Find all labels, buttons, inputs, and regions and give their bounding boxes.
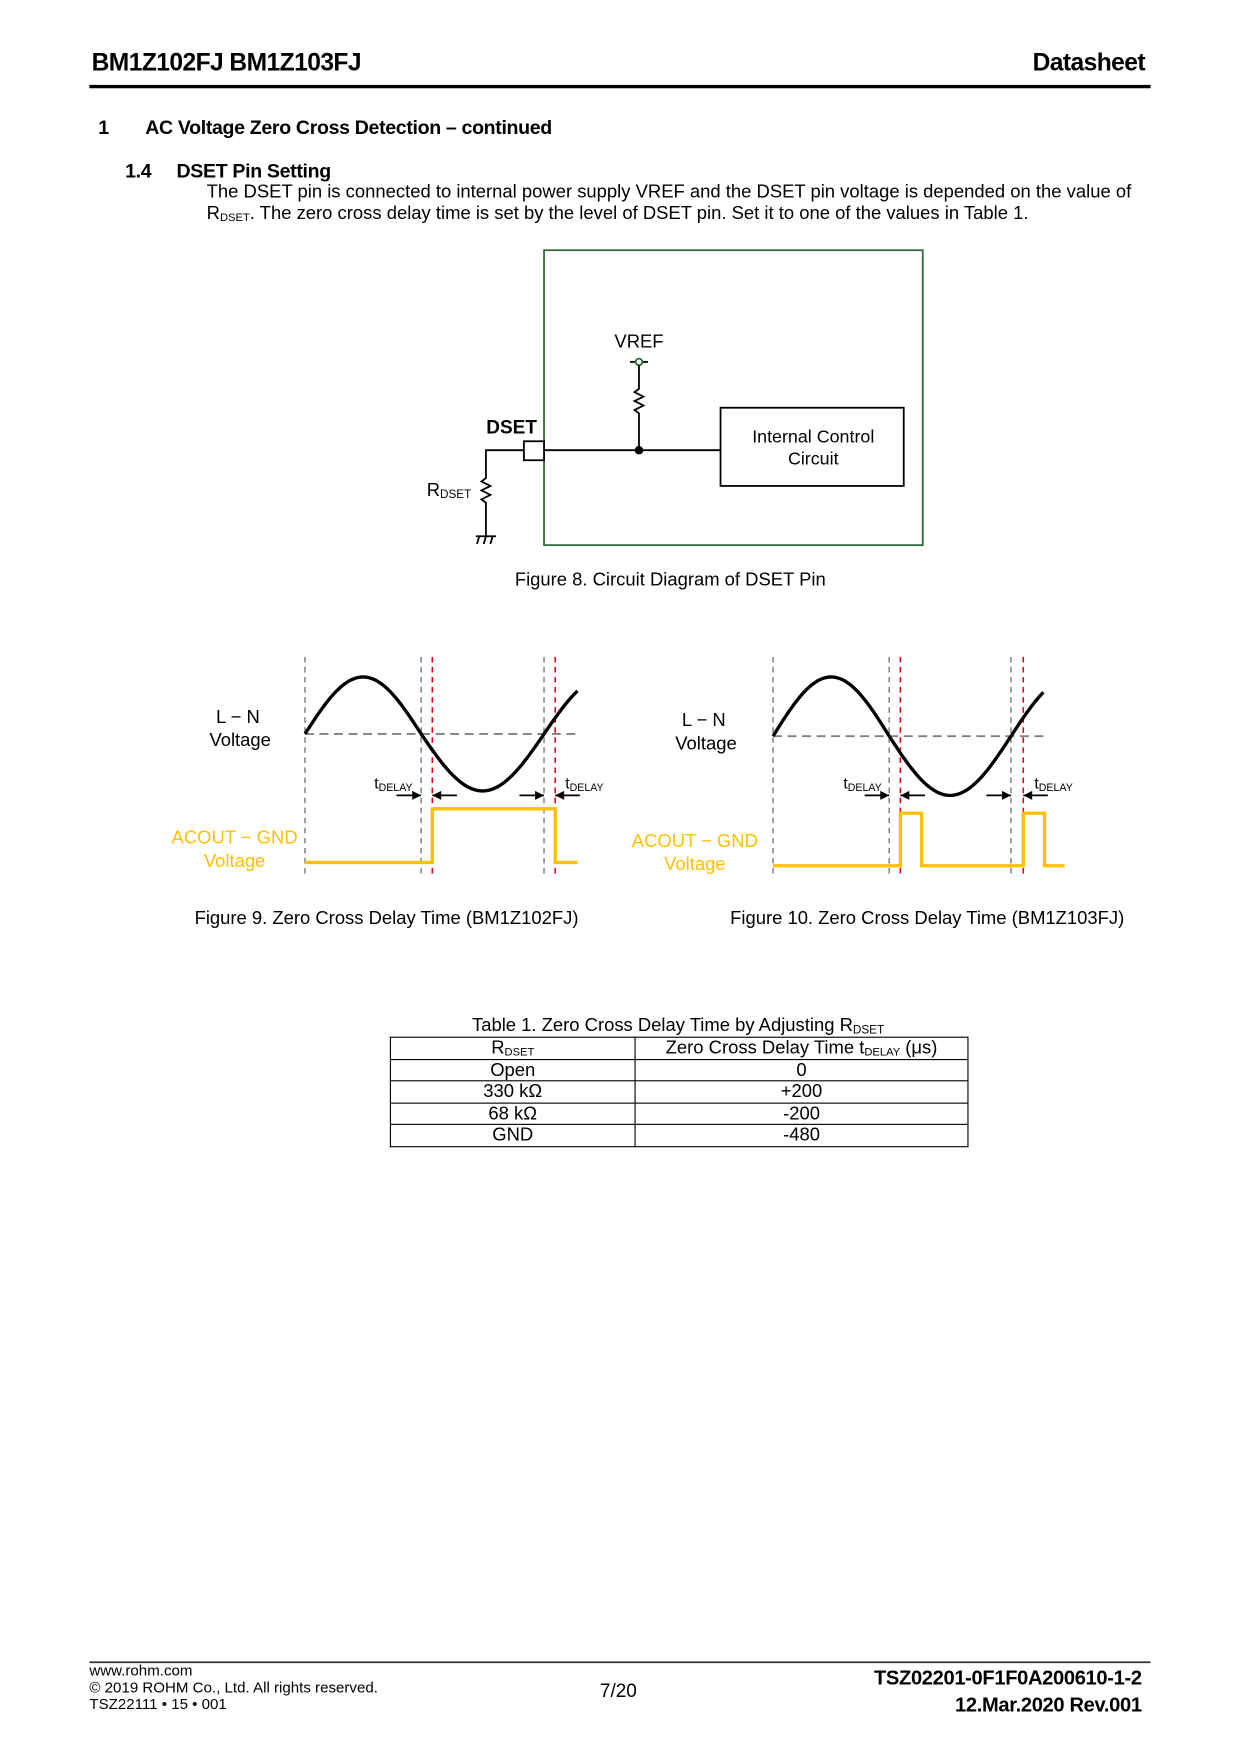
vref-label: VREF (614, 330, 663, 351)
cell-delay: -200 (634, 1102, 969, 1125)
arrowhead-icon (535, 790, 545, 800)
arrowhead-icon (900, 790, 910, 800)
arrowhead-icon (555, 790, 565, 800)
arrowhead-icon (880, 790, 890, 800)
arrowhead-icon (1002, 790, 1011, 800)
fig9-acout-label-2: Voltage (204, 850, 265, 871)
fig10-tdelay-right: tDELAY (1034, 776, 1072, 794)
cell-delay: +200 (634, 1080, 969, 1104)
rdset-resistor-icon (479, 449, 524, 537)
header-rule (89, 84, 1151, 88)
header-part-numbers: BM1Z102FJ BM1Z103FJ (91, 48, 362, 76)
circuit-diagram (475, 249, 924, 547)
fig10-ln-label-1: L − N (682, 709, 726, 730)
arrowhead-icon (412, 790, 422, 800)
table1-caption: Table 1. Zero Cross Delay Time by Adjust… (472, 1014, 884, 1036)
rdset-subscript: DSET (219, 212, 250, 225)
fig9-acout-label-1: ACOUT − GND (172, 826, 298, 847)
cell-rdset: 330 kΩ (389, 1080, 636, 1104)
figure10-waveform (771, 656, 1065, 877)
fig10-acout-label-2: Voltage (664, 853, 725, 874)
fig10-acout-label-1: ACOUT − GND (632, 830, 758, 851)
figure8-caption: Figure 8. Circuit Diagram of DSET Pin (515, 568, 826, 589)
subsection-title: DSET Pin Setting (176, 159, 332, 183)
arrowhead-icon (432, 790, 442, 800)
footer-website[interactable]: www.rohm.com (89, 1662, 193, 1680)
fig10-tdelay-left: tDELAY (843, 776, 881, 794)
date-revision: 12.Mar.2020 Rev.001 (954, 1693, 1142, 1716)
section-number: 1 (98, 116, 109, 139)
ic-boundary-box (543, 249, 924, 547)
table-row: 68 kΩ-200 (389, 1102, 969, 1125)
table-header-row: RDSET Zero Cross Delay Time tDELAY (μs) (389, 1036, 969, 1060)
pullup-resistor-icon (632, 365, 646, 451)
arrowhead-icon (1023, 790, 1033, 800)
cell-delay: 0 (634, 1058, 969, 1082)
section-title: AC Voltage Zero Cross Detection – contin… (145, 116, 552, 139)
rdset-label: RDSET (427, 479, 472, 501)
internal-control-label-2: Circuit (788, 449, 839, 469)
cell-rdset: 68 kΩ (389, 1102, 636, 1125)
fig9-tdelay-left: tDELAY (374, 776, 412, 794)
subsection-number: 1.4 (125, 159, 152, 183)
figure9-caption: Figure 9. Zero Cross Delay Time (BM1Z102… (195, 907, 579, 928)
header-doc-type: Datasheet (1032, 48, 1146, 76)
cell-rdset: GND (389, 1123, 636, 1147)
paragraph-line1: The DSET pin is connected to internal po… (206, 182, 1132, 203)
dset-pin-icon (523, 440, 545, 462)
dset-label: DSET (486, 417, 537, 438)
fig9-ln-label-2: Voltage (209, 729, 270, 750)
delay-time-table: RDSET Zero Cross Delay Time tDELAY (μs) … (389, 1036, 969, 1147)
table-row: GND-480 (389, 1123, 969, 1147)
figure9-waveform (303, 656, 580, 877)
doc-number: TSZ02201-0F1F0A200610-1-2 (873, 1666, 1142, 1690)
rdset-symbol: R (206, 203, 220, 224)
paragraph: The DSET pin is connected to internal po… (207, 182, 1132, 224)
ln-voltage-sine (303, 675, 579, 793)
vref-terminal-icon (634, 357, 644, 367)
table-row: 330 kΩ+200 (389, 1080, 969, 1104)
figure10-caption: Figure 10. Zero Cross Delay Time (BM1Z10… (730, 907, 1124, 928)
footer-copyright: © 2019 ROHM Co., Ltd. All rights reserve… (89, 1679, 378, 1696)
page-number: 7/20 (599, 1680, 637, 1702)
fig9-ln-label-1: L − N (216, 706, 260, 727)
acout-voltage-trace (773, 811, 1065, 868)
cell-rdset: Open (389, 1058, 636, 1082)
cell-delay: -480 (634, 1123, 969, 1147)
ln-voltage-sine (771, 675, 1045, 798)
paragraph-line2: RDSET. The zero cross delay time is set … (207, 203, 1132, 224)
internal-control-block (719, 406, 905, 487)
internal-control-label-1: Internal Control (752, 426, 874, 446)
header-delay: Zero Cross Delay Time tDELAY (μs) (634, 1036, 969, 1060)
fig9-tdelay-right: tDELAY (565, 776, 603, 794)
paragraph-line2-text: . The zero cross delay time is set by th… (249, 203, 1029, 224)
ground-icon (475, 535, 496, 545)
fig10-ln-label-2: Voltage (675, 733, 736, 754)
acout-voltage-trace (304, 807, 578, 865)
footer-form-code: TSZ22111 • 15 • 001 (89, 1695, 227, 1713)
header-rdset: RDSET (389, 1036, 636, 1060)
